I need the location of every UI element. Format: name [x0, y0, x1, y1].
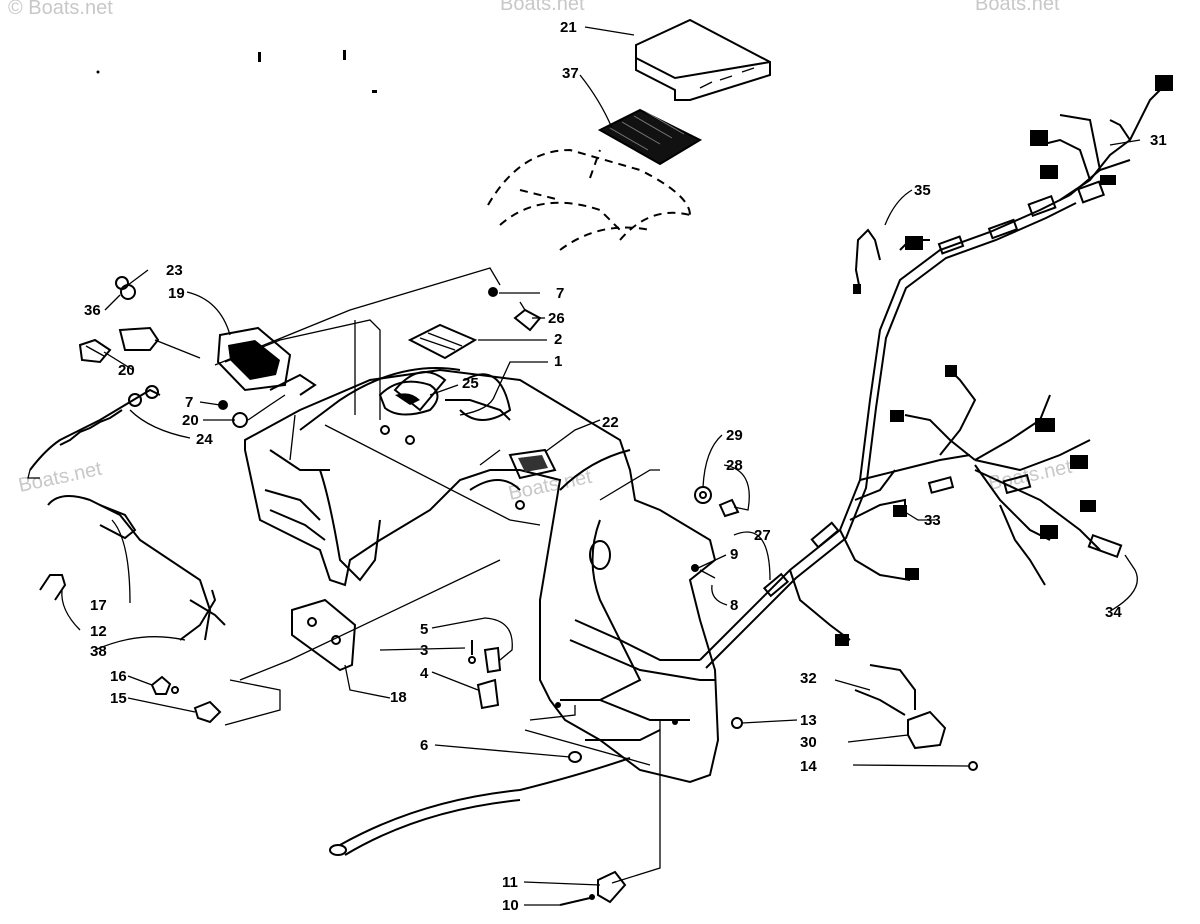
phantom-outline	[487, 148, 691, 251]
callout-18: 18	[390, 689, 407, 706]
part-nut-13	[731, 717, 743, 729]
specks	[96, 50, 377, 93]
callout-26: 26	[548, 310, 565, 327]
callout-29: 29	[726, 427, 743, 444]
callout-32: 32	[800, 670, 817, 687]
callout-13: 13	[800, 712, 817, 729]
part-clamp-5	[483, 646, 502, 674]
callout-2: 2	[554, 331, 562, 348]
part-mesh-screen	[597, 108, 703, 166]
callout-30: 30	[800, 734, 817, 751]
part-lever-12	[39, 574, 67, 601]
callout-23: 23	[166, 262, 183, 279]
callout-11: 11	[502, 874, 518, 891]
part-panel-plate	[291, 598, 357, 672]
callout-24: 24	[196, 431, 213, 448]
part-toggle-26	[513, 301, 542, 332]
part-throttle-cable	[47, 495, 226, 641]
callout-27: 27	[754, 527, 771, 544]
callout-7a: 7	[556, 285, 564, 302]
callout-22: 22	[602, 414, 619, 431]
callout-34: 34	[1105, 604, 1122, 621]
callout-3: 3	[420, 642, 428, 659]
callout-38: 38	[90, 643, 107, 660]
callout-9: 9	[730, 546, 738, 563]
part-switch-plate	[216, 326, 292, 392]
part-bolt-3	[468, 640, 476, 664]
part-clip-28	[718, 498, 740, 518]
part-console-housing	[244, 367, 720, 784]
callout-17: 17	[90, 597, 107, 614]
part-cable-24	[27, 385, 161, 479]
callout-33: 33	[924, 512, 941, 529]
callout-20a: 20	[118, 362, 135, 379]
callout-5: 5	[420, 621, 428, 638]
callout-12: 12	[90, 623, 107, 640]
callout-28: 28	[726, 457, 743, 474]
part-washer-29	[694, 486, 712, 504]
part-screw-10	[559, 894, 595, 906]
callout-16: 16	[110, 668, 127, 685]
watermark-right: Boats.net	[986, 456, 1074, 495]
leader-lines	[61, 26, 1141, 906]
callout-labels: 21 37 35 31 23 19 36 7 26 2 1 20 25 7 20…	[84, 19, 1167, 914]
part-switch-15	[193, 700, 222, 724]
callout-15: 15	[110, 690, 127, 707]
part-ignition	[118, 326, 201, 359]
part-clip-11	[597, 870, 627, 904]
part-nut-7	[218, 287, 498, 410]
callout-21: 21	[560, 19, 577, 36]
callout-4: 4	[420, 665, 429, 682]
callout-37: 37	[562, 65, 579, 82]
callout-20b: 20	[182, 412, 199, 429]
callout-35: 35	[914, 182, 931, 199]
part-fitting-16	[150, 675, 179, 695]
part-bracket-4	[476, 678, 500, 710]
part-wiring-harness	[699, 75, 1173, 669]
part-bracket	[508, 448, 557, 480]
callout-7b: 7	[185, 394, 193, 411]
callout-25: 25	[462, 375, 479, 392]
part-ground-wire	[329, 757, 631, 856]
callout-14: 14	[800, 758, 817, 775]
part-clip	[407, 323, 478, 360]
part-gauge	[378, 380, 439, 416]
part-connector-20b	[232, 373, 317, 428]
watermark-top-center: Boats.net	[500, 0, 585, 15]
watermark-top-right: Boats.net	[975, 0, 1060, 15]
callout-8: 8	[730, 597, 738, 614]
part-key-switch	[78, 338, 112, 364]
part-nut-14	[968, 761, 978, 771]
callout-6: 6	[420, 737, 428, 754]
callout-1: 1	[554, 353, 562, 370]
watermark-copyright: © Boats.net	[8, 0, 113, 19]
part-bolt-6	[568, 751, 582, 763]
callout-10: 10	[502, 897, 519, 914]
callout-19: 19	[168, 285, 185, 302]
part-screw-9	[691, 564, 716, 579]
part-box-cover	[635, 18, 771, 101]
callout-36: 36	[84, 302, 101, 319]
watermark-left: Boats.net	[16, 458, 104, 497]
callout-31: 31	[1150, 132, 1167, 149]
